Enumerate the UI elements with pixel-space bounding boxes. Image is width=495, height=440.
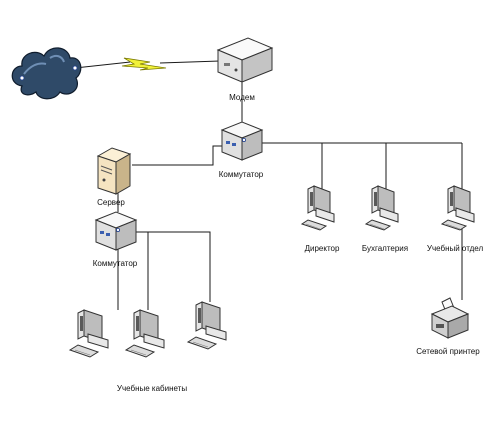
server-icon	[96, 147, 132, 195]
workstation-icon	[440, 185, 475, 231]
switch-icon	[94, 211, 138, 251]
internet-link-left	[74, 61, 131, 69]
server-label: Сервер	[97, 198, 125, 207]
network-printer-label: Сетевой принтер	[416, 347, 480, 356]
accounting-label: Бухгалтерия	[362, 244, 408, 253]
switch-to-server-line	[132, 145, 222, 166]
workstation-icon	[186, 301, 227, 350]
connection-lines	[74, 60, 463, 310]
director-label: Директор	[305, 244, 340, 253]
workstation-icon	[300, 185, 335, 231]
modem-label: Модем	[229, 93, 255, 102]
switch2-right-line	[130, 231, 211, 302]
switch-main-label: Коммутатор	[219, 170, 264, 179]
modem-icon	[216, 37, 274, 83]
internet-link-right	[159, 60, 221, 64]
switch-secondary-label: Коммутатор	[93, 259, 138, 268]
workstation-icon	[124, 309, 165, 358]
workstation-icon	[364, 185, 399, 231]
study-dept-label: Учебный отдел	[427, 244, 484, 253]
classrooms-label: Учебные кабинеты	[117, 384, 187, 393]
workstation-icon	[68, 309, 109, 358]
switch-icon	[220, 121, 264, 161]
cloud-icon	[11, 47, 82, 100]
lightning-icon	[121, 57, 167, 71]
printer-icon	[430, 297, 470, 339]
